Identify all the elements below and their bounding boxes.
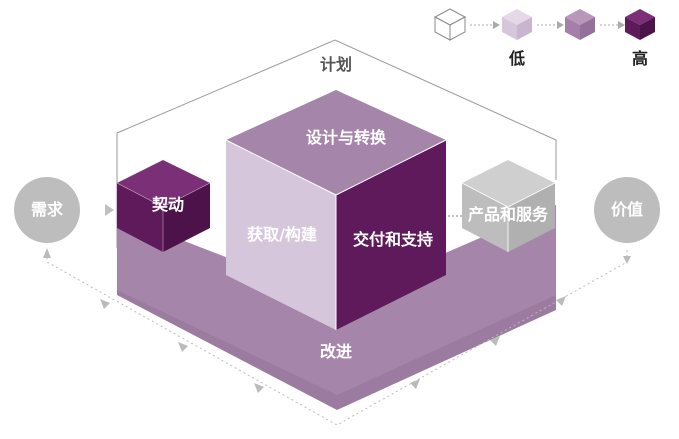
legend-arrow-2: [537, 21, 564, 29]
design-face: [226, 90, 446, 195]
demand-label: 需求: [31, 200, 64, 219]
products-cube: [461, 160, 556, 252]
deliver-label: 交付和支持: [353, 230, 433, 249]
design-label: 设计与转换: [306, 128, 387, 147]
legend-cube-light: [502, 9, 532, 40]
improve-band: [117, 205, 556, 395]
legend: 低 高: [433, 8, 655, 68]
demand-arrow: [105, 204, 114, 216]
improve-label: 改进: [320, 342, 352, 361]
demand-node: 需求: [14, 177, 80, 243]
legend-high-label: 高: [632, 49, 648, 68]
obtain-face: [226, 140, 336, 330]
value-label: 价值: [611, 200, 643, 219]
legend-cube-white: [433, 8, 467, 41]
legend-cube-mid: [565, 9, 595, 40]
engage-cube: [116, 160, 211, 252]
central-cube: [225, 90, 447, 330]
engage-label: 契动: [151, 195, 184, 214]
plan-label: 计划: [320, 55, 352, 74]
legend-cube-dark: [625, 9, 655, 40]
obtain-label: 获取/构建: [247, 225, 317, 244]
legend-low-label: 低: [508, 49, 525, 68]
deliver-face: [336, 140, 446, 330]
legend-arrow-3: [600, 21, 625, 29]
legend-arrow-1: [470, 21, 500, 29]
products-label: 产品和服务: [468, 205, 549, 224]
feedback-loop: [43, 248, 631, 426]
value-node: 价值: [594, 177, 660, 243]
